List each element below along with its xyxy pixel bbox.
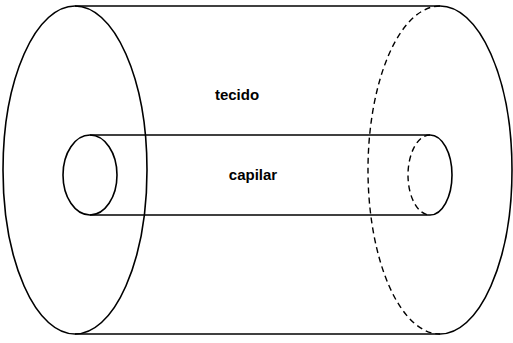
hidden-edge [408,135,430,215]
region-label: capilar [229,167,277,184]
region-label: tecido [215,87,259,104]
outline-stroke [75,333,440,335]
outline-stroke [90,134,430,136]
outline-stroke [75,5,440,7]
capillary-cylinder: capilar [60,132,460,218]
outline-stroke [440,6,512,334]
outline-stroke [430,135,452,215]
hidden-edge [368,6,440,334]
outline-stroke [90,214,430,216]
outline-stroke [63,135,117,215]
outline-stroke [3,6,147,334]
